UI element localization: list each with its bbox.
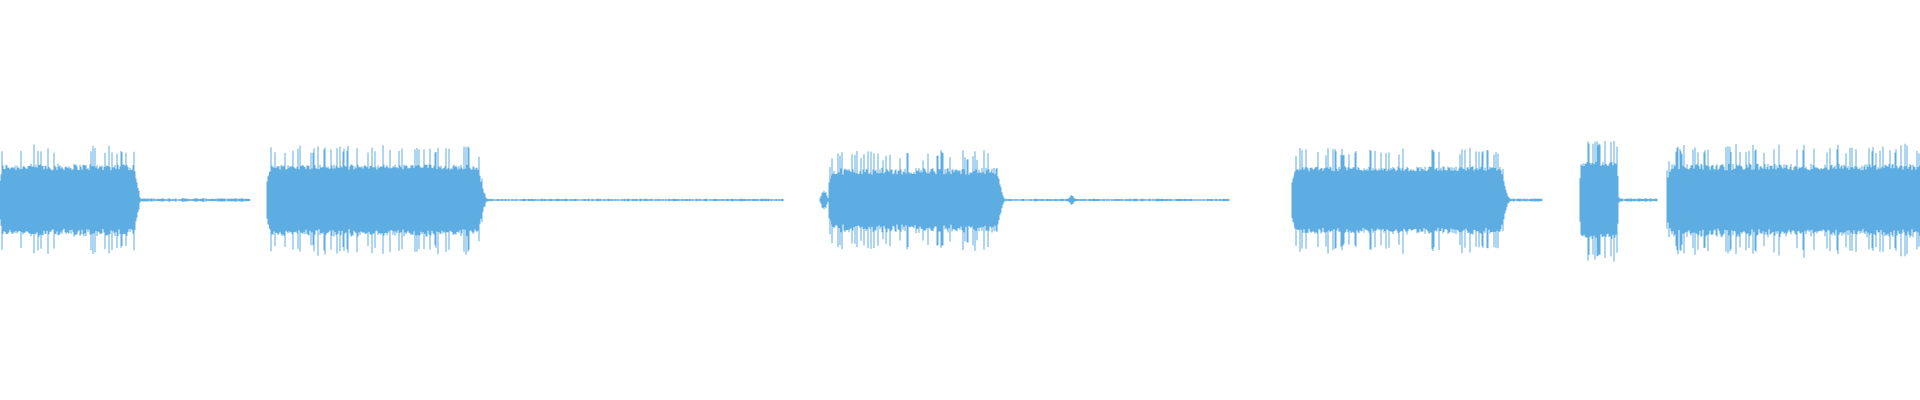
waveform-path-2 — [266, 145, 487, 256]
waveform-segment-silence — [1003, 198, 1230, 202]
waveform-path-3 — [485, 198, 784, 202]
waveform-segment-burst — [1666, 143, 1920, 258]
waveform-path-0 — [0, 144, 141, 254]
waveform-path-1 — [139, 198, 251, 202]
waveform-path-8 — [1291, 147, 1510, 254]
waveform-segment-tick — [1067, 195, 1076, 205]
waveform-segment-burst — [0, 144, 141, 254]
waveform-path-4 — [819, 190, 829, 210]
waveform-path-11 — [1618, 198, 1658, 202]
waveform-path-7 — [1067, 195, 1076, 205]
waveform-segment-burst — [1291, 147, 1510, 254]
waveform-segments — [0, 141, 1920, 262]
waveform-segment-silence — [485, 198, 784, 202]
waveform-segment-silence — [1508, 198, 1543, 202]
waveform-segment-burst — [1579, 141, 1620, 262]
waveform-segment-silence — [1618, 198, 1658, 202]
waveform-segment-tick — [819, 190, 829, 210]
waveform-segment-burst — [266, 145, 487, 256]
waveform-segment-silence — [139, 198, 251, 202]
waveform-segment-burst — [828, 150, 1005, 251]
waveform-path-6 — [1003, 198, 1230, 202]
waveform-path-9 — [1508, 198, 1543, 202]
waveform-path-10 — [1579, 141, 1620, 262]
waveform-path-12 — [1666, 143, 1920, 258]
waveform-path-5 — [828, 150, 1005, 251]
